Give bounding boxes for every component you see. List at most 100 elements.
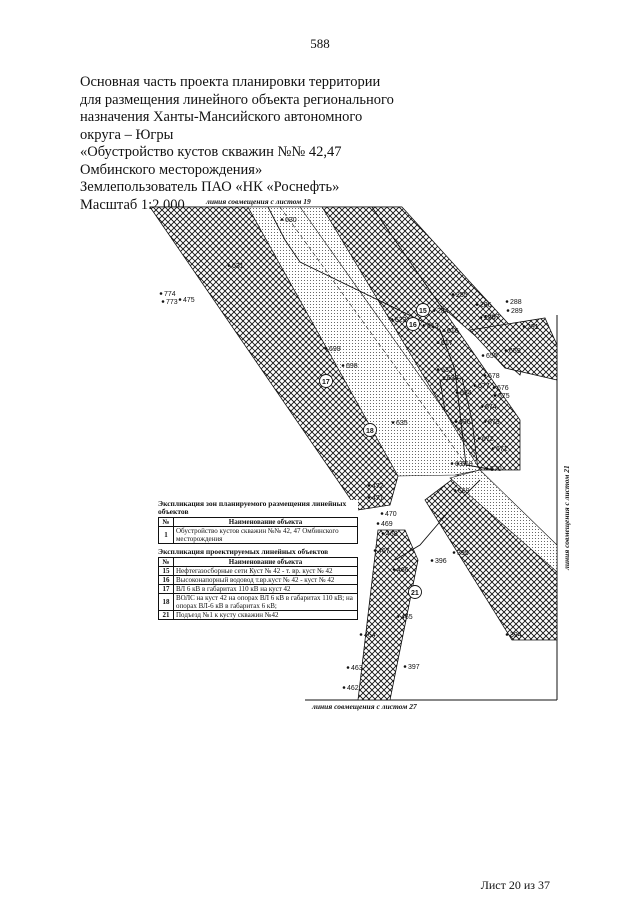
- corridor-southwest: [357, 529, 419, 701]
- legend-lines-table: № Наименование объекта 15 Нефтегазосборн…: [158, 557, 358, 620]
- title-line: Землепользователь ПАО «НК «Роснефть»: [80, 179, 340, 195]
- legend-lines: Экспликация проектируемых линейных объек…: [158, 547, 358, 657]
- point-marker: [341, 364, 345, 367]
- legend-header-name: Наименование объекта: [173, 517, 358, 527]
- point-label: 676: [497, 385, 509, 392]
- point-marker: [456, 462, 460, 465]
- legend-row-no: 21: [158, 610, 174, 620]
- point-marker: [442, 376, 446, 379]
- top-line-label: линия совмещения с листом 19: [205, 197, 311, 206]
- point-label: 668: [461, 461, 473, 468]
- point-marker: [481, 354, 485, 357]
- point-label: 631: [232, 263, 244, 270]
- point-marker: [450, 462, 454, 465]
- point-marker: [477, 437, 481, 440]
- point-marker: [492, 386, 496, 389]
- point-label: 462: [347, 685, 359, 692]
- point-marker: [455, 391, 459, 394]
- zone-boundary: [267, 206, 496, 471]
- right-line-label: линия совмещения с листом 21: [562, 465, 571, 571]
- point-marker: [493, 394, 497, 397]
- point-label: 471: [372, 495, 384, 502]
- point-marker: [452, 551, 456, 554]
- point-marker: [342, 686, 346, 689]
- point-marker: [442, 329, 446, 332]
- point-marker: [161, 300, 165, 303]
- point-marker: [436, 341, 440, 344]
- point-label: 285: [456, 292, 468, 299]
- point-label: 470: [385, 511, 397, 518]
- point-marker: [473, 384, 477, 387]
- legend-row-no: 16: [158, 575, 174, 585]
- point-marker: [391, 421, 395, 424]
- point-marker: [483, 315, 487, 318]
- legend-row-no: 18: [158, 593, 174, 611]
- point-marker: [475, 303, 479, 306]
- point-label: 472: [372, 483, 384, 490]
- point-marker: [483, 374, 487, 377]
- object-circle-16: 16: [406, 317, 420, 331]
- point-marker: [178, 298, 182, 301]
- legend-header-no: №: [158, 557, 174, 567]
- point-label: 468: [386, 531, 398, 538]
- point-marker: [504, 349, 508, 352]
- point-marker: [485, 467, 489, 470]
- point-label: 394: [510, 632, 522, 639]
- centerline: [299, 206, 477, 456]
- point-label: 773: [166, 299, 178, 306]
- point-marker: [479, 316, 483, 319]
- title-block: Основная часть проекта планировки террит…: [80, 74, 500, 214]
- sheet-number: Лист 20 из 37: [480, 878, 550, 892]
- point-label: 630: [285, 217, 297, 224]
- title-line: Омбинского месторождения»: [80, 161, 263, 178]
- legend-row-name: Обустройство кустов скважин №№ 42, 47 Ом…: [173, 526, 358, 544]
- point-marker: [159, 292, 163, 295]
- point-label: 467: [378, 548, 390, 555]
- point-label: 396: [435, 558, 447, 565]
- point-label: 395: [457, 550, 469, 557]
- point-marker: [453, 489, 457, 492]
- point-marker: [422, 324, 426, 327]
- legend-row-no: 17: [158, 584, 174, 594]
- bottom-line-label: линия совмещения с листом 27: [311, 702, 417, 711]
- svg-text:21: 21: [411, 590, 419, 597]
- point-marker: [505, 633, 509, 636]
- point-label: 673: [488, 419, 500, 426]
- object-circle-15: 15: [416, 303, 430, 317]
- point-label: 284: [437, 308, 449, 315]
- point-label: 699: [329, 346, 341, 353]
- point-label: 698: [346, 363, 358, 370]
- legend-zones: Экспликация зон планируемого размещения …: [158, 500, 358, 545]
- point-label: 669: [458, 488, 470, 495]
- point-label: 635: [396, 420, 408, 427]
- point-label: 670: [490, 466, 502, 473]
- point-marker: [380, 512, 384, 515]
- legend-row-name: Нефтегазосборные сети Куст № 42 - т. вр.…: [173, 566, 358, 576]
- legend-row-no: 15: [158, 566, 174, 576]
- point-label: 463: [351, 665, 363, 672]
- point-label: 636: [459, 419, 471, 426]
- point-label: 469: [381, 521, 393, 528]
- point-marker: [403, 665, 407, 668]
- point-label: 313: [427, 323, 439, 330]
- point-marker: [390, 318, 394, 321]
- point-marker: [491, 447, 495, 450]
- object-circle-18: 18: [363, 423, 377, 437]
- point-label: 290: [484, 315, 496, 322]
- title-line: назначения Ханты-Мансийского автономного: [80, 109, 363, 125]
- point-marker: [227, 264, 231, 267]
- zone-boundary-2: [394, 479, 481, 561]
- title-line: округа – Югры: [80, 126, 174, 143]
- point-label: 637: [455, 461, 467, 468]
- legend-row-name: ВЛ 6 кВ в габаритах 110 кВ на куст 42: [173, 584, 358, 594]
- point-label: 672: [482, 436, 494, 443]
- point-marker: [346, 666, 350, 669]
- centerline: [279, 206, 471, 471]
- svg-text:17: 17: [322, 379, 330, 386]
- page-number: 588: [310, 36, 330, 51]
- point-marker: [506, 309, 510, 312]
- svg-text:16: 16: [409, 322, 417, 329]
- title-line: «Обустройство кустов скважин №№ 42,47: [80, 144, 342, 160]
- point-label: 291: [527, 324, 539, 331]
